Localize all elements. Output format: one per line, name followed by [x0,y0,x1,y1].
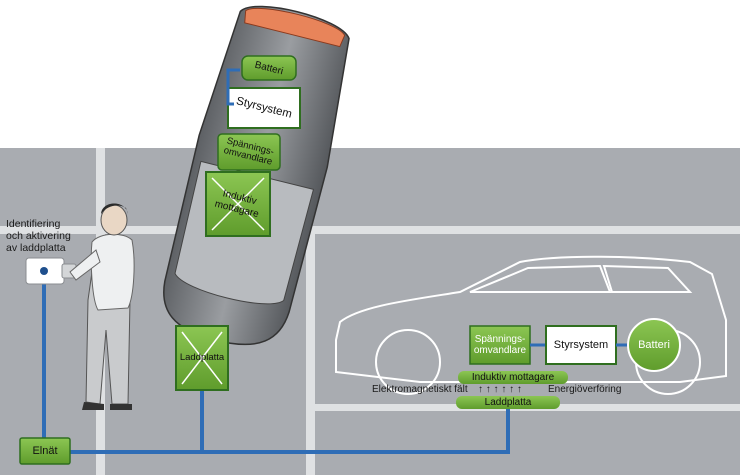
em-field-label: Elektromagnetiskt fält [372,384,468,395]
grid-label: Elnät [32,445,58,457]
charging-pad [175,325,229,391]
side-battery-label: Batteri [638,339,670,351]
sideview-components [456,318,681,409]
side-charging-pad-label: Laddplatta [484,397,532,408]
side-inductive-receiver-label: Induktiv mottagare [471,372,555,383]
side-voltage-converter-line-1: Spännings- [474,334,526,345]
road-line [0,226,740,234]
identification-line-3: av laddplatta [6,242,66,254]
topview-components [205,55,301,237]
side-control-system-label: Styrsystem [553,339,609,351]
grid-box [19,437,71,465]
side-voltage-converter-line-2: omvandlare [473,345,527,356]
identification-line-1: Identifiering [6,218,61,230]
charging-pad-label: Laddplatta [179,351,225,363]
identification-line-2: och aktivering [6,230,71,242]
side-voltage-converter-label: Spännings- omvandlare [470,326,530,364]
person-figure [69,203,135,410]
energy-transfer-label: Energiöverföring [548,384,622,395]
power-cables [42,272,510,454]
energy-arrow-icons: ↑ ↑ ↑ ↑ ↑ ↑ [478,384,522,395]
identification-label: Identifiering och aktivering av laddplat… [6,218,71,254]
road-line [306,232,315,475]
